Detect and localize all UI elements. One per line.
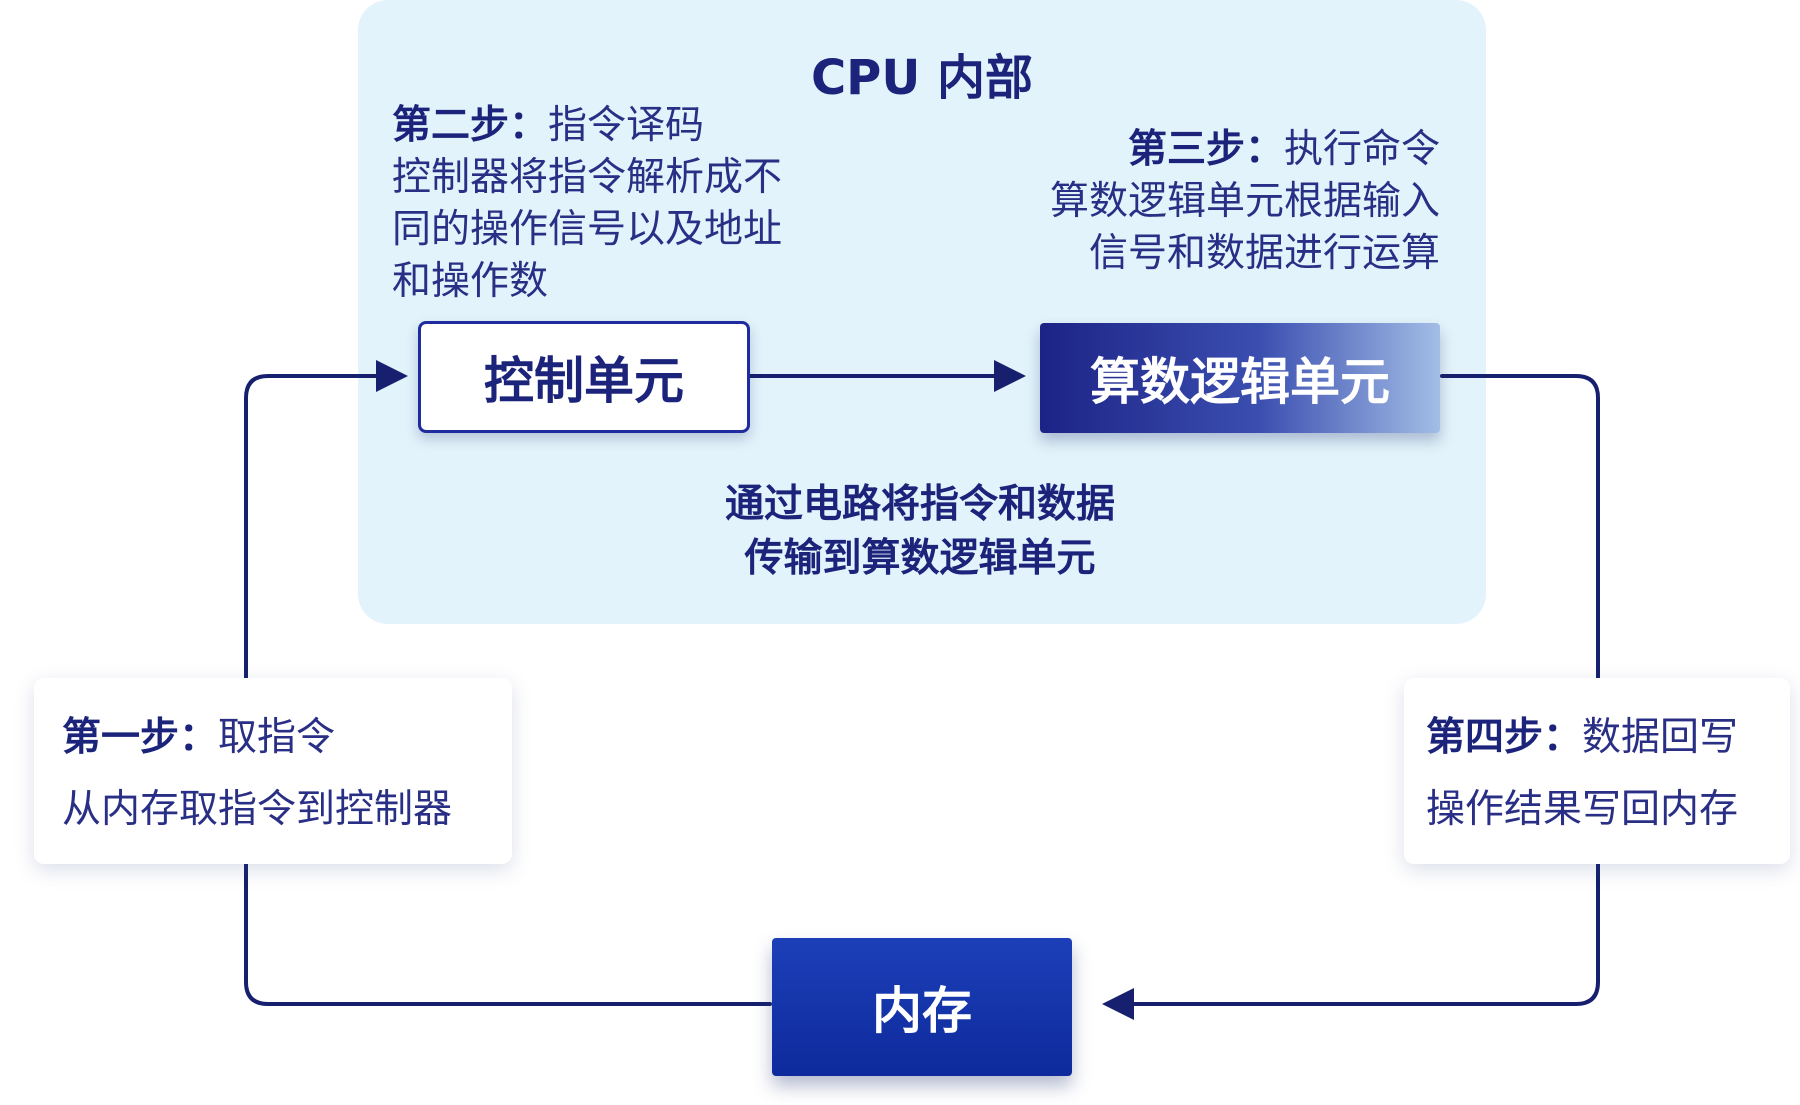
- step1-card: 第一步：取指令 从内存取指令到控制器: [34, 678, 512, 864]
- step3-desc-line: 信号和数据进行运算: [1088, 231, 1440, 276]
- step2-desc-line: 控制器将指令解析成不: [392, 155, 783, 200]
- transfer-note-line: 传输到算数逻辑单元: [744, 536, 1096, 581]
- step3-label: 第三步：: [1127, 127, 1284, 172]
- step4-card: 第四步：数据回写 操作结果写回内存: [1404, 678, 1790, 864]
- step2-label: 第二步：: [392, 103, 549, 148]
- cpu-title: CPU 内部: [810, 50, 1034, 106]
- arrow-head-into-alu: [994, 360, 1026, 392]
- step3-title: 执行命令: [1283, 127, 1440, 172]
- step3-heading: 第三步：执行命令: [1000, 124, 1440, 176]
- step4-label: 第四步：: [1426, 715, 1583, 760]
- step2-desc-line: 同的操作信号以及地址: [392, 207, 783, 252]
- step1-title: 取指令: [218, 715, 336, 760]
- alu-box: 算数逻辑单元: [1040, 323, 1440, 433]
- transfer-note-line: 通过电路将指令和数据: [724, 482, 1115, 527]
- alu-label: 算数逻辑单元: [1090, 353, 1390, 411]
- step3-desc-line: 算数逻辑单元根据输入: [1049, 179, 1440, 224]
- control-unit-label: 控制单元: [484, 352, 684, 410]
- step1-desc: 从内存取指令到控制器: [62, 787, 453, 832]
- step4-title: 数据回写: [1582, 715, 1739, 760]
- memory-box: 内存: [772, 938, 1072, 1076]
- step4-desc: 操作结果写回内存: [1426, 787, 1739, 832]
- step4-heading: 第四步：数据回写: [1426, 706, 1738, 762]
- step3-text: 第三步：执行命令 算数逻辑单元根据输入 信号和数据进行运算: [1000, 124, 1440, 280]
- step1-heading: 第一步：取指令: [62, 706, 335, 762]
- memory-label: 内存: [872, 982, 972, 1040]
- transfer-note: 通过电路将指令和数据 传输到算数逻辑单元: [620, 478, 1220, 586]
- arrow-head-into-control: [376, 360, 408, 392]
- step2-text: 第二步：指令译码 控制器将指令解析成不 同的操作信号以及地址 和操作数: [392, 100, 842, 308]
- arrow-head-into-memory: [1102, 988, 1134, 1020]
- step2-heading: 第二步：指令译码: [392, 100, 842, 152]
- control-unit-box: 控制单元: [418, 321, 750, 433]
- step2-title: 指令译码: [548, 103, 705, 148]
- cpu-panel: [358, 0, 1486, 624]
- step1-label: 第一步：: [62, 715, 219, 760]
- step2-desc-line: 和操作数: [392, 259, 549, 304]
